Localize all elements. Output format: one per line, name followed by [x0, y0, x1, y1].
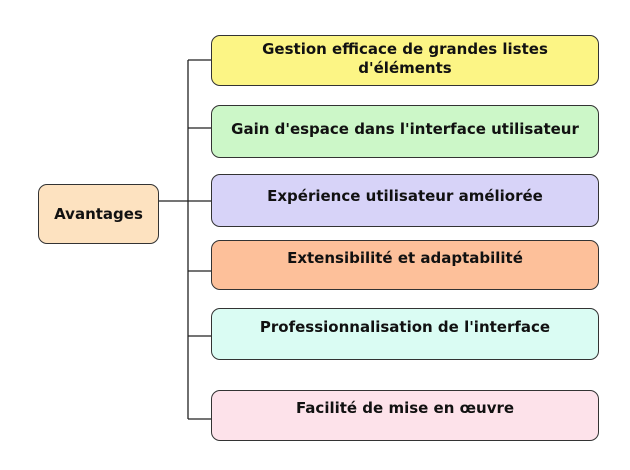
branch-node-facilite: Facilité de mise en œuvre [211, 390, 599, 441]
branch-node-gain-espace: Gain d'espace dans l'interface utilisate… [211, 105, 599, 158]
root-node-label: Avantages [54, 204, 143, 223]
branch-node-experience: Expérience utilisateur améliorée [211, 174, 599, 227]
branch-node-label: Professionnalisation de l'interface [259, 317, 551, 336]
branch-node-label: Gestion efficace de grandes listes d'élé… [262, 39, 548, 77]
root-node: Avantages [38, 184, 159, 244]
branch-node-label: Facilité de mise en œuvre [295, 399, 515, 417]
branch-node-extensibilite: Extensibilité et adaptabilité [211, 240, 599, 290]
branch-node-gestion: Gestion efficace de grandes listes d'élé… [211, 35, 599, 86]
branch-node-label: Expérience utilisateur améliorée [267, 187, 543, 205]
branch-node-label: Extensibilité et adaptabilité [287, 248, 523, 267]
branch-node-label: Gain d'espace dans l'interface utilisate… [231, 120, 579, 138]
branch-node-professionnalisation: Professionnalisation de l'interface [211, 308, 599, 360]
